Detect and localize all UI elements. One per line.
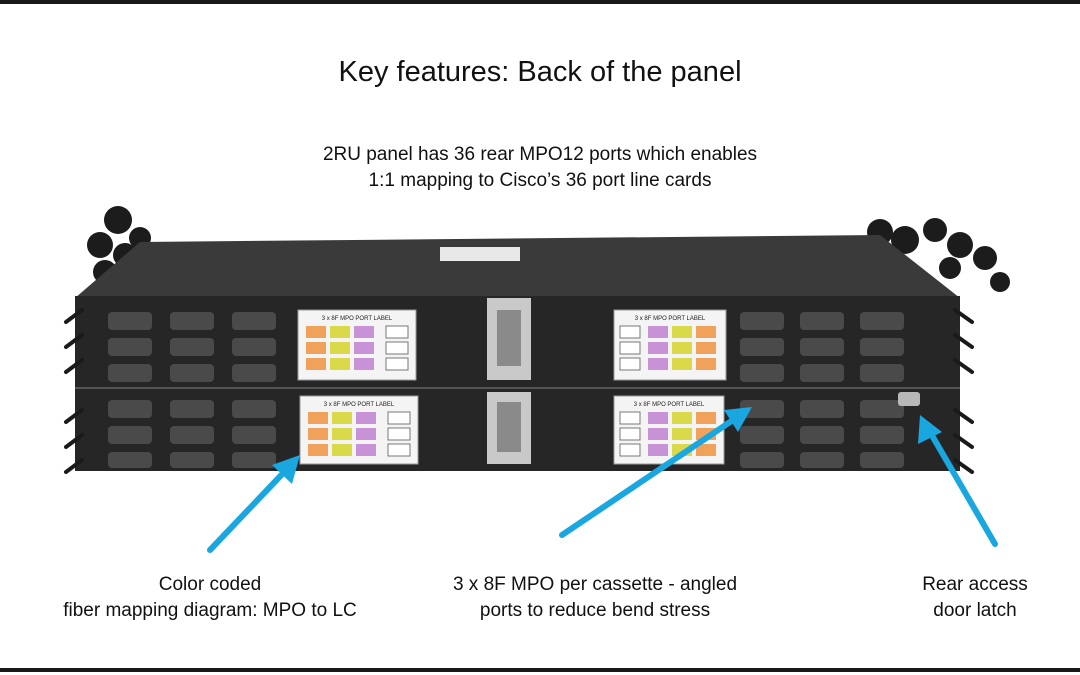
label-title: 3 x 8F MPO PORT LABEL: [324, 402, 395, 408]
port-label-top-right: 3 x 8F MPO PORT LABEL: [613, 309, 727, 381]
panel-top-cover: [75, 235, 960, 298]
callout-mpo-cassette: 3 x 8F MPO per cassette - angled ports t…: [395, 572, 795, 624]
patch-panel-photo: 3 x 8F MPO PORT LABEL 3 x 8F MPO PORT LA…: [64, 206, 1010, 474]
callout-line: ports to reduce bend stress: [479, 600, 711, 621]
serial-sticker: [440, 247, 520, 261]
slide-subtitle: 2RU panel has 36 rear MPO12 ports which …: [0, 142, 1080, 194]
left-port-array: [108, 312, 276, 468]
subtitle-line-1: 2RU panel has 36 rear MPO12 ports which …: [322, 144, 758, 165]
callout-line: fiber mapping diagram: MPO to LC: [63, 600, 357, 621]
label-title: 3 x 8F MPO PORT LABEL: [634, 402, 705, 408]
right-port-array: [740, 312, 904, 468]
callout-line: 3 x 8F MPO per cassette - angled: [452, 574, 738, 595]
port-label-bottom-left: 3 x 8F MPO PORT LABEL: [299, 395, 419, 465]
callout-line: door latch: [933, 600, 1017, 621]
port-label-top-left: 3 x 8F MPO PORT LABEL: [297, 309, 417, 381]
subtitle-line-2: 1:1 mapping to Cisco’s 36 port line card…: [368, 170, 712, 191]
callout-door-latch: Rear access door latch: [860, 572, 1080, 624]
label-title: 3 x 8F MPO PORT LABEL: [635, 316, 706, 322]
callout-line: Rear access: [922, 574, 1028, 595]
label-title: 3 x 8F MPO PORT LABEL: [322, 316, 393, 322]
bottom-border: [0, 668, 1080, 672]
rear-door-latch: [898, 392, 920, 406]
port-label-bottom-right: 3 x 8F MPO PORT LABEL: [613, 395, 725, 465]
top-border: [0, 0, 1080, 4]
slide-title: Key features: Back of the panel: [338, 56, 742, 88]
callout-mapping-diagram: Color coded fiber mapping diagram: MPO t…: [10, 572, 410, 624]
callout-line: Color coded: [158, 574, 262, 595]
